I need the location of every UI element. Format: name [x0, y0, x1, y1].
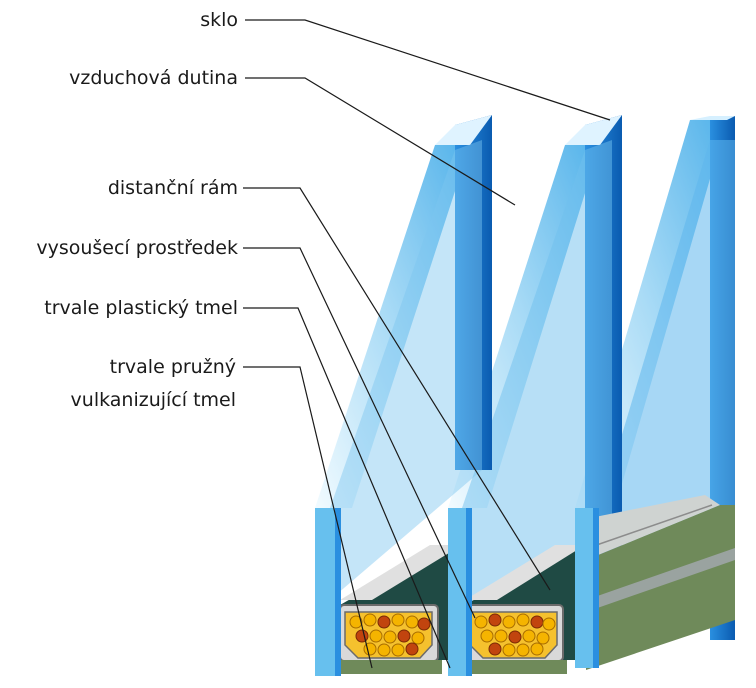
glass-pane-1 — [315, 115, 492, 600]
leader-line-distancni-ram — [243, 187, 551, 591]
label-sklo: sklo — [200, 9, 238, 31]
leader-line-trvale-plasticky-tmel — [243, 307, 451, 669]
label-trvale-pruzny-line2: vulkanizující tmel — [70, 389, 236, 411]
leader-line-vysouseci-prostredek — [243, 247, 476, 619]
desiccant-beads — [349, 613, 556, 657]
label-trvale-pruzny-line1: trvale pružný — [109, 356, 236, 378]
leader-line-vzduchova-dutina — [245, 77, 516, 206]
glass-pane-bottoms — [315, 508, 599, 676]
label-trvale-plasticky-tmel: trvale plastický tmel — [44, 297, 238, 319]
label-vysouseci-prostredek: vysoušecí prostředek — [36, 237, 238, 259]
edge-seal-back — [580, 495, 735, 670]
label-distancni-ram: distanční rám — [107, 177, 238, 199]
label-vzduchova-dutina: vzduchová dutina — [69, 67, 238, 89]
leader-lines — [243, 19, 611, 669]
leader-line-trvale-pruzny-tmel — [243, 366, 373, 669]
leader-line-sklo — [245, 19, 611, 121]
